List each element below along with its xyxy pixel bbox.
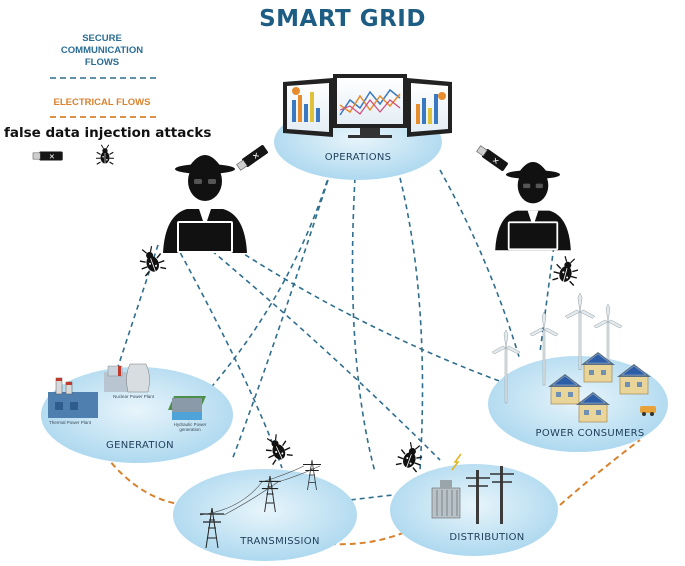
transmission-towers xyxy=(199,459,322,549)
diagram-title: SMART GRID xyxy=(259,6,426,32)
generation-node xyxy=(41,367,233,463)
thermal-power-plant-icon xyxy=(48,377,98,418)
transmission-label: TRANSMISSION xyxy=(240,536,320,547)
distribution-label: DISTRIBUTION xyxy=(449,532,525,543)
bug-icon-generation xyxy=(134,243,168,278)
bug-icon-distribution xyxy=(394,439,428,474)
distribution-equipment-icon xyxy=(431,453,514,524)
nuclear-power-plant-icon xyxy=(104,363,150,393)
legend-bug-icon xyxy=(95,144,115,165)
hacker-left-icon xyxy=(163,155,247,253)
transmission-node xyxy=(173,469,357,561)
bug-icon-consumers xyxy=(550,253,583,287)
monitor-icon xyxy=(283,74,452,138)
power-consumers-label: POWER CONSUMERS xyxy=(535,428,645,439)
legend-secure-communication-label: SECURE COMMUNICATION FLOWS xyxy=(46,33,158,69)
hydro-power-plant-icon xyxy=(168,396,206,420)
usb-attack-icon-right xyxy=(475,143,510,173)
power-consumers-scene xyxy=(491,292,656,423)
communication-flows xyxy=(111,169,556,505)
legend-usb-icon xyxy=(32,151,64,162)
legend-fdi-label: false data injection attacks xyxy=(4,125,212,141)
usb-attack-icon-left xyxy=(235,143,270,173)
bug-icon-transmission xyxy=(260,430,295,466)
nuclear-plant-label: Nuclear Power Plant xyxy=(113,394,155,399)
distribution-node xyxy=(390,464,558,556)
hydro-plant-label: Hydraulic Power generation xyxy=(173,422,207,432)
legend-secure-communication-text: SECURE COMMUNICATION FLOWS xyxy=(60,33,144,68)
hacker-right-icon xyxy=(495,162,571,251)
generation-label: GENERATION xyxy=(106,440,174,451)
thermal-plant-label: Thermal Power Plant xyxy=(49,420,92,425)
legend-electrical-label: ELECTRICAL FLOWS xyxy=(53,97,151,108)
operations-label: OPERATIONS xyxy=(324,152,392,163)
